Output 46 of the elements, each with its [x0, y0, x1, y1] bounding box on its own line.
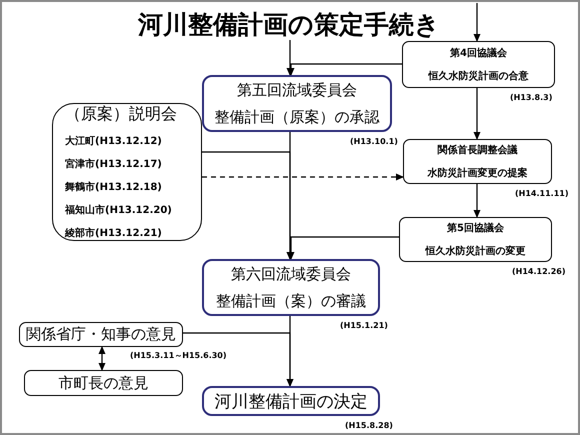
- box-heading: 第5回協議会: [447, 221, 504, 235]
- arrow: [288, 236, 399, 260]
- meeting-box: [402, 41, 555, 88]
- box-heading: 関係首長調整会議: [438, 143, 518, 157]
- box-heading: 河川整備計画の決定: [214, 390, 368, 412]
- box-text: 恒久水防災計画の変更: [426, 244, 526, 258]
- date-label: (H13.10.1): [350, 137, 398, 146]
- date-label: (H13.8.3): [510, 93, 552, 102]
- arrow: [474, 184, 480, 218]
- arrow: [286, 40, 294, 76]
- arrow: [286, 316, 294, 387]
- list-item: 宮津市(H13.12.17): [65, 157, 162, 171]
- box-text: 整備計画（案）の審議: [216, 292, 366, 310]
- arrow: [474, 88, 480, 140]
- list-item: 綾部市(H13.12.21): [65, 226, 162, 240]
- opinion-box: [19, 322, 183, 347]
- meeting-box: [399, 217, 552, 262]
- list-item: 福知山市(H13.12.20): [65, 203, 172, 217]
- box-text: 整備計画（原案）の承認: [214, 108, 380, 126]
- date-label: (H15.8.28): [345, 421, 393, 430]
- process-box: [202, 259, 380, 316]
- box-heading: 関係省庁・知事の意見: [26, 325, 176, 344]
- arrow: [288, 63, 402, 76]
- list-item: 大江町(H13.12.12): [65, 134, 162, 148]
- meeting-list-box: [52, 103, 202, 241]
- date-label: (H15.3.11～H15.6.30): [130, 350, 227, 361]
- meeting-box: [403, 139, 552, 184]
- arrow: [286, 132, 294, 260]
- box-heading: 第4回協議会: [450, 46, 507, 60]
- arrow: [202, 174, 404, 180]
- box-heading: 市町長の意見: [58, 374, 148, 392]
- box-heading: 第六回流域委員会: [231, 264, 351, 284]
- date-label: (H14.12.26): [512, 267, 566, 276]
- title: 河川整備計画の策定手続き: [138, 9, 440, 41]
- date-label: (H14.11.11): [515, 189, 568, 198]
- date-label: (H15.1.21): [340, 321, 388, 330]
- arrow: [98, 346, 106, 371]
- list-item: 舞鶴市(H13.12.18): [65, 180, 162, 194]
- opinion-box: [24, 370, 183, 396]
- box-heading: （原案）説明会: [65, 104, 177, 125]
- arrow: [474, 3, 480, 42]
- process-box: [202, 75, 392, 132]
- box-heading: 第五回流域委員会: [237, 80, 357, 100]
- decision-box: [202, 386, 380, 416]
- box-text: 水防災計画変更の提案: [428, 166, 528, 180]
- box-text: 恒久水防災計画の合意: [428, 70, 528, 83]
